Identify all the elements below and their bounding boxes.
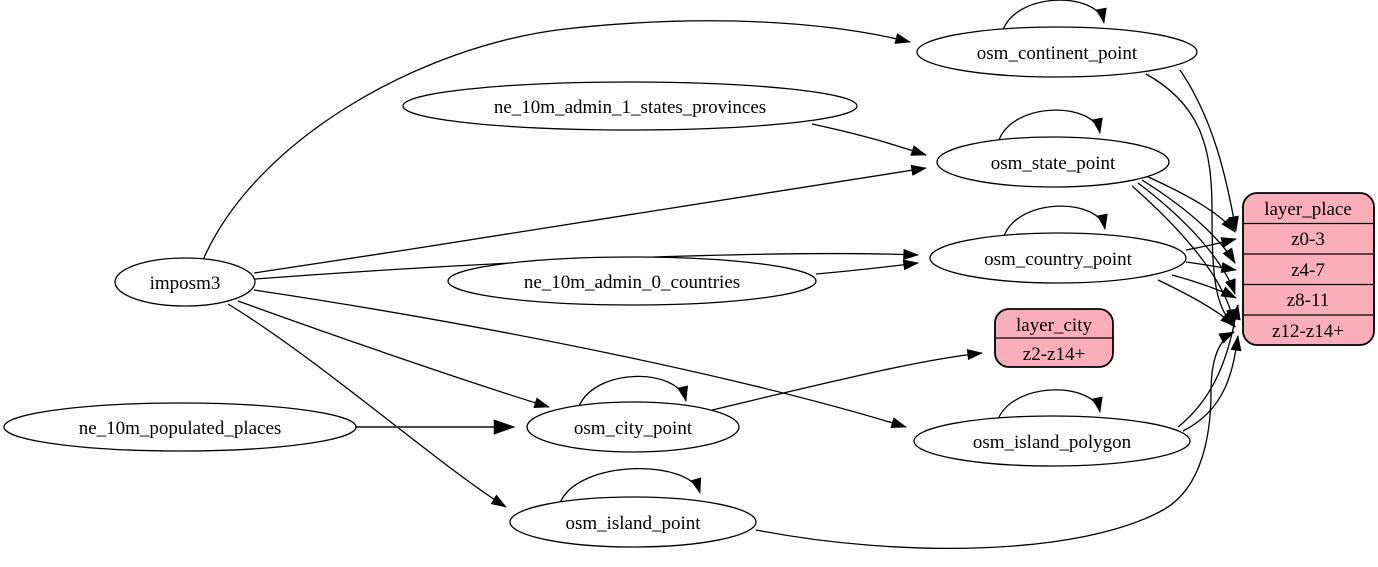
edge-osm-continent-point-z0-3 xyxy=(1179,69,1239,232)
ne-populated-ellipse xyxy=(3,402,357,452)
self-loop-osm-state-point xyxy=(997,109,1103,144)
edge-osm-continent-point-z12-z14 xyxy=(1145,73,1236,327)
edge-osm-country-point-z8-11 xyxy=(1171,274,1237,299)
ne-populated-label: ne_10m_populated_places xyxy=(79,418,282,439)
edge-ne-countries-osm-country-point xyxy=(815,259,919,275)
self-loop-osm-island-polygon xyxy=(996,389,1103,423)
edge-ne-states-osm-state-point xyxy=(811,123,927,156)
osm-island-polygon-ellipse xyxy=(913,415,1191,467)
node-osm-island-polygon: osm_island_polygon xyxy=(913,415,1191,467)
osm-island-polygon-label: osm_island_polygon xyxy=(973,432,1132,453)
edge-osm-country-point-z0-3 xyxy=(1185,237,1237,251)
osm-continent-point-label: osm_continent_point xyxy=(977,43,1138,64)
self-loop-osm-island-point xyxy=(559,468,702,504)
osm-city-point-label: osm_city_point xyxy=(574,418,693,439)
layer-place-title: layer_place xyxy=(1264,199,1352,220)
node-osm-state-point: osm_state_point xyxy=(936,136,1170,188)
edge-imposm3-osm-island-polygon xyxy=(253,289,907,428)
record-layer-city: layer_city z2-z14+ xyxy=(994,308,1114,368)
ne-states-label: ne_10m_admin_1_states_provinces xyxy=(494,97,766,118)
edge-osm-island-polygon-z12-z14 xyxy=(1182,335,1242,432)
edge-osm-country-point-z12-z14 xyxy=(1157,279,1236,328)
self-loop-osm-city-point xyxy=(577,375,688,410)
edge-imposm3-osm-city-point xyxy=(237,300,550,409)
osm-state-point-label: osm_state_point xyxy=(991,153,1116,174)
layer-city-title: layer_city xyxy=(1016,315,1092,336)
edge-imposm3-osm-continent-point xyxy=(202,20,911,261)
layer-place-box xyxy=(1242,192,1375,346)
self-loop-osm-country-point xyxy=(1002,205,1108,240)
layer-place-row-z4-7: z4-7 xyxy=(1291,260,1325,281)
osm-state-point-ellipse xyxy=(936,136,1170,188)
imposm3-ellipse xyxy=(114,257,256,307)
edge-osm-island-polygon-z8-11 xyxy=(1177,304,1241,428)
record-layer-place: layer_place z0-3 z4-7 z8-11 z12-z14+ xyxy=(1242,192,1375,346)
node-ne-10m-populated-places: ne_10m_populated_places xyxy=(3,402,357,452)
node-osm-country-point: osm_country_point xyxy=(929,232,1187,284)
osm-island-point-ellipse xyxy=(509,496,757,548)
node-imposm3: imposm3 xyxy=(114,257,256,307)
ne-countries-ellipse xyxy=(447,256,817,306)
edge-osm-city-point-layer-city xyxy=(711,349,983,411)
imposm3-label: imposm3 xyxy=(150,273,221,294)
node-osm-city-point: osm_city_point xyxy=(526,401,740,453)
edges xyxy=(202,0,1242,550)
edge-imposm3-osm-state-point xyxy=(253,164,927,274)
osm-continent-point-ellipse xyxy=(916,26,1198,78)
self-loop-osm-continent-point xyxy=(1001,0,1107,34)
layer-place-row-z0-3: z0-3 xyxy=(1291,229,1325,250)
edge-osm-state-point-z0-3 xyxy=(1145,175,1236,233)
layer-city-row-z2-z14: z2-z14+ xyxy=(1023,344,1085,365)
osm-country-point-label: osm_country_point xyxy=(984,249,1132,270)
osm-island-point-label: osm_island_point xyxy=(565,513,701,534)
osm-country-point-ellipse xyxy=(929,232,1187,284)
edge-osm-country-point-z4-7 xyxy=(1185,261,1237,274)
edge-osm-state-point-z8-11 xyxy=(1137,182,1236,295)
node-osm-continent-point: osm_continent_point xyxy=(916,26,1198,78)
edge-imposm3-osm-island-point xyxy=(227,303,507,508)
node-osm-island-point: osm_island_point xyxy=(509,496,757,548)
edge-osm-island-point-z12-z14 xyxy=(755,331,1235,550)
ne-states-ellipse xyxy=(402,81,858,131)
ne-countries-label: ne_10m_admin_0_countries xyxy=(524,272,740,293)
layer-place-row-z8-11: z8-11 xyxy=(1287,290,1330,311)
edge-osm-state-point-z4-7 xyxy=(1141,179,1236,264)
layer-place-row-z12-z14: z12-z14+ xyxy=(1272,321,1344,342)
node-ne-10m-admin-1-states-provinces: ne_10m_admin_1_states_provinces xyxy=(402,81,858,131)
osm-city-point-ellipse xyxy=(526,401,740,453)
node-ne-10m-admin-0-countries: ne_10m_admin_0_countries xyxy=(447,256,817,306)
